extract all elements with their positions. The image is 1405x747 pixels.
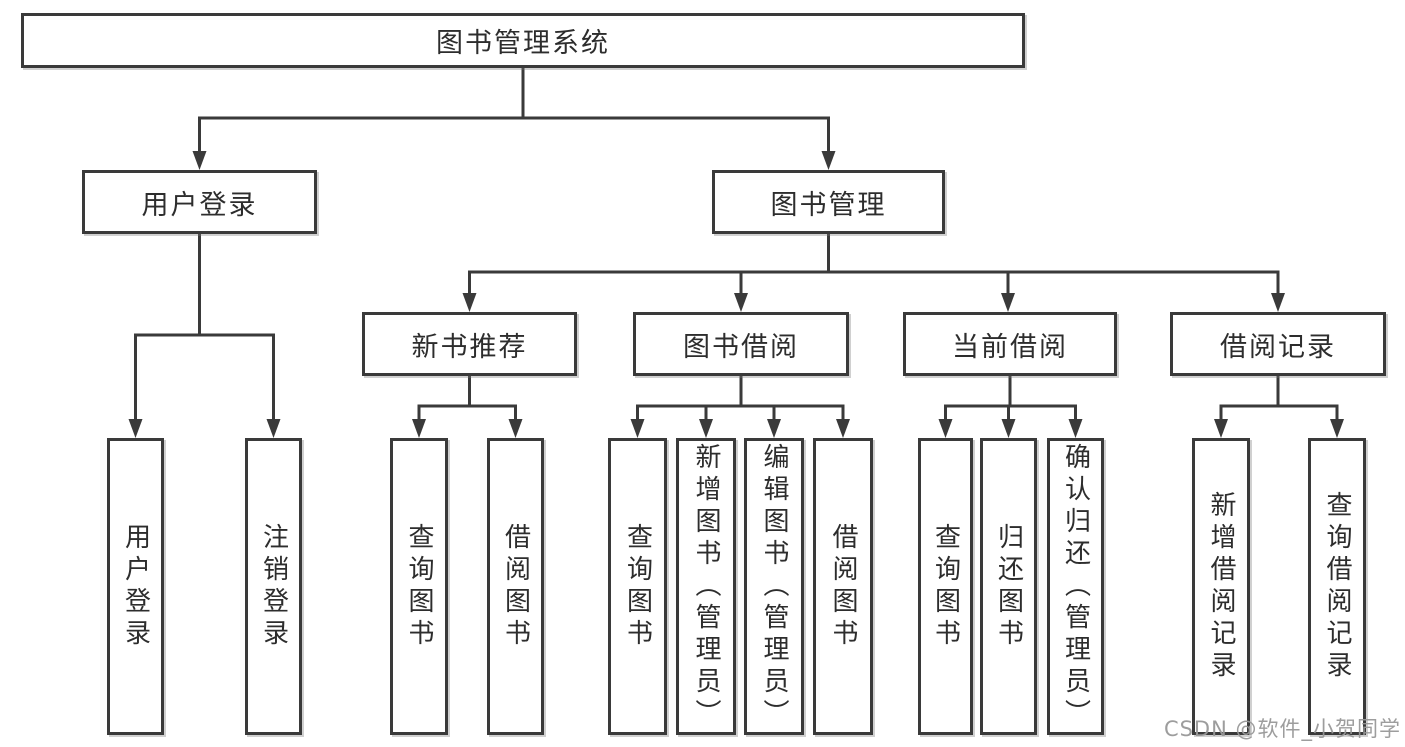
leaf-logout: 注销登录 <box>245 438 302 735</box>
node-book-borrow-label: 图书借阅 <box>683 331 799 363</box>
node-book-management: 图书管理 <box>712 170 945 234</box>
leaf-query-book-current-label: 查询图书 <box>930 522 961 651</box>
leaf-borrow-book-recommend-label: 借阅图书 <box>500 522 531 651</box>
leaf-return-book-label: 归还图书 <box>993 522 1024 651</box>
leaf-user-login: 用户登录 <box>107 438 164 735</box>
leaf-borrow-book-recommend: 借阅图书 <box>487 438 544 735</box>
leaf-add-book-admin-label: 新增图书（管理员） <box>691 442 721 731</box>
leaf-query-book-recommend-label: 查询图书 <box>404 522 434 651</box>
node-root: 图书管理系统 <box>21 13 1025 68</box>
leaf-logout-label: 注销登录 <box>258 522 289 651</box>
leaf-edit-book-admin: 编辑图书（管理员） <box>744 438 804 735</box>
node-current-borrow-label: 当前借阅 <box>952 331 1068 363</box>
leaf-add-book-admin: 新增图书（管理员） <box>676 438 736 735</box>
node-book-borrow: 图书借阅 <box>633 312 849 376</box>
leaf-add-borrow-record-label: 新增借阅记录 <box>1206 490 1236 683</box>
node-user-login-label: 用户登录 <box>141 189 258 221</box>
leaf-query-book-borrow: 查询图书 <box>608 438 667 735</box>
node-borrow-records-label: 借阅记录 <box>1220 331 1336 363</box>
leaf-query-book-current: 查询图书 <box>918 438 973 735</box>
node-new-book-recommend: 新书推荐 <box>362 312 577 376</box>
leaf-query-borrow-record-label: 查询借阅记录 <box>1322 490 1352 683</box>
leaf-add-borrow-record: 新增借阅记录 <box>1192 438 1250 735</box>
leaf-return-book: 归还图书 <box>980 438 1037 735</box>
leaf-query-book-borrow-label: 查询图书 <box>622 522 653 651</box>
leaf-query-borrow-record: 查询借阅记录 <box>1308 438 1366 735</box>
node-current-borrow: 当前借阅 <box>903 312 1117 376</box>
arrowhead-icons <box>128 151 1344 438</box>
leaf-user-login-label: 用户登录 <box>120 522 151 651</box>
node-book-management-label: 图书管理 <box>770 189 887 221</box>
leaf-confirm-return-admin-label: 确认归还（管理员） <box>1060 442 1091 731</box>
leaf-borrow-book-label: 借阅图书 <box>828 522 858 651</box>
csdn-watermark: CSDN @软件_小贺同学 <box>1163 717 1401 741</box>
leaf-query-book-recommend: 查询图书 <box>390 438 448 735</box>
node-borrow-records: 借阅记录 <box>1170 312 1386 376</box>
node-user-login: 用户登录 <box>82 170 317 234</box>
leaf-confirm-return-admin: 确认归还（管理员） <box>1047 438 1104 735</box>
leaf-edit-book-admin-label: 编辑图书（管理员） <box>759 442 789 731</box>
node-root-label: 图书管理系统 <box>436 28 610 59</box>
node-new-book-recommend-label: 新书推荐 <box>411 331 528 363</box>
leaf-borrow-book: 借阅图书 <box>813 438 873 735</box>
